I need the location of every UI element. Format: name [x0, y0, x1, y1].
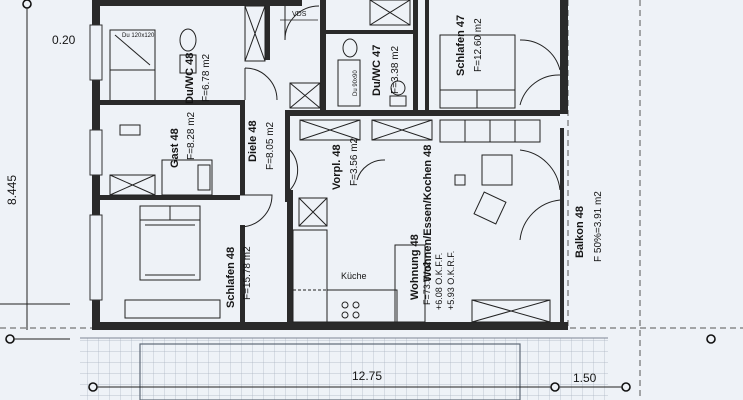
room-vorpl-48-area: F=3.56 m2 — [349, 137, 360, 186]
room-gast-48-name: Gast 48 — [169, 128, 181, 168]
apartment-level-okrf: +5.93 O.K.R.F. — [446, 250, 456, 310]
cabinets — [109, 0, 551, 323]
dimension-lines — [0, 8, 622, 388]
room-gast-48-area: F=8.28 m2 — [186, 111, 197, 160]
double-bed-47 — [439, 34, 516, 109]
room-schlafen-48-name: Schlafen 48 — [225, 246, 237, 308]
balcony-slab-inner — [139, 343, 521, 400]
dimension-width-side: 1.50 — [573, 371, 597, 385]
room-balkon-48-name: Balkon 48 — [574, 206, 586, 258]
room-dusche-wc-47-name: Du/WC 47 — [371, 44, 383, 96]
room-dusche-wc-48-name: Du/WC 48 — [184, 52, 196, 104]
interior-walls — [100, 0, 560, 322]
room-diele-48-name: Diele 48 — [247, 120, 259, 162]
door-swings — [239, 5, 561, 241]
kitchen — [292, 229, 426, 323]
living-furniture — [439, 119, 541, 225]
double-bed-48 — [124, 205, 221, 319]
guest-bed — [119, 124, 213, 196]
dimension-width-main: 12.75 — [352, 369, 383, 383]
kitchen-label: Küche — [341, 271, 367, 281]
apartment-title: Wohnung 48 — [409, 234, 421, 300]
room-schlafen-47-name: Schlafen 47 — [455, 14, 467, 76]
bathroom-47-fixtures — [337, 38, 407, 107]
room-diele-48-area: F=8.05 m2 — [265, 121, 276, 170]
left-windows — [89, 24, 103, 301]
shower-48-label: Du 120x120 — [122, 33, 155, 39]
room-balkon-48-area: F 50%=3.91 m2 — [593, 191, 604, 262]
apartment-level-okff: +6.08 O.K.F.F. — [434, 252, 444, 310]
room-dusche-wc-48-area: F=6.78 m2 — [201, 53, 212, 102]
dimension-height: 8.445 — [5, 174, 19, 205]
axis-markers — [5, 0, 716, 392]
balcony-slab — [80, 338, 608, 400]
room-schlafen-48-area: F=15.78 m2 — [242, 246, 253, 300]
apartment-area: F=73.3 m2 — [422, 261, 432, 305]
shower-47-label: Du 90x90 — [353, 70, 359, 96]
bathroom-48-fixtures — [109, 28, 197, 100]
room-dusche-wc-47-area: F=3.38 m2 — [390, 45, 401, 94]
room-schlafen-47-area: F=12.60 m2 — [473, 18, 484, 72]
vds-label: VDS — [292, 11, 307, 18]
room-vorpl-48-name: Vorpl. 48 — [331, 144, 343, 190]
dimension-wall-thickness: 0.20 — [52, 33, 76, 47]
